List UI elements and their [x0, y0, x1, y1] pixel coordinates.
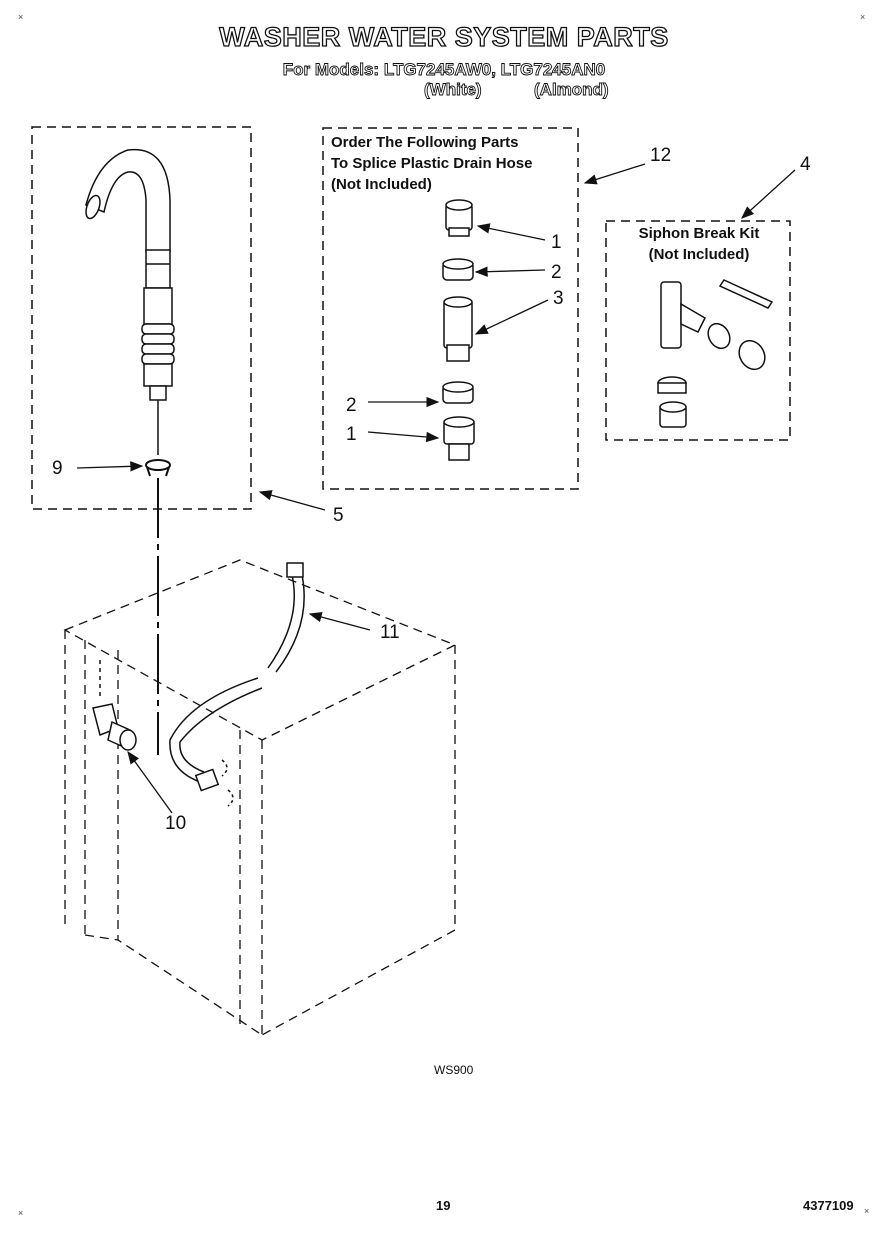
callout-12: 12	[650, 145, 672, 166]
leader-11	[308, 611, 371, 631]
corner-mark-bottom-left: ×	[18, 1208, 24, 1218]
corner-mark-top-left: ×	[18, 12, 24, 22]
splice-note: Order The Following Parts To Splice Plas…	[331, 132, 532, 195]
leader-1-top	[476, 223, 546, 241]
leader-1-bottom	[367, 431, 440, 443]
page-number: 19	[436, 1198, 451, 1213]
siphon-note: Siphon Break Kit (Not Included)	[612, 223, 786, 265]
variant-almond: (Almond)	[534, 80, 609, 100]
splice-parts	[442, 199, 475, 461]
drain-elbow	[92, 660, 137, 751]
variant-white: (White)	[424, 80, 482, 100]
siphon-note-line-2: (Not Included)	[648, 246, 750, 263]
leader-5	[258, 490, 326, 511]
siphon-kit-box	[605, 220, 791, 441]
leader-2-top	[474, 266, 546, 277]
document-number: 4377109	[803, 1198, 854, 1213]
callout-1-bottom: 1	[346, 424, 357, 445]
splice-parts-box	[322, 127, 579, 490]
leader-lines	[76, 163, 796, 814]
callout-2-bottom: 2	[346, 395, 357, 416]
leader-9	[76, 461, 144, 472]
page-title: WASHER WATER SYSTEM PARTS	[219, 21, 669, 52]
leader-12	[583, 163, 646, 185]
callout-11: 11	[380, 622, 400, 643]
drain-hose-group-box	[31, 126, 252, 510]
models-subtitle: For Models: LTG7245AW0, LTG7245AN0	[282, 60, 606, 80]
callout-1-top: 1	[551, 232, 562, 253]
callout-5: 5	[333, 505, 344, 526]
callout-10: 10	[165, 813, 187, 834]
corner-mark-top-right: ×	[860, 12, 866, 22]
hose-clip	[145, 459, 171, 477]
callout-9: 9	[52, 458, 63, 479]
siphon-note-line-1: Siphon Break Kit	[638, 225, 760, 242]
siphon-parts	[657, 279, 774, 428]
leader-4	[741, 169, 796, 219]
corner-mark-bottom-right: ×	[864, 1206, 870, 1216]
callout-4: 4	[800, 154, 811, 175]
callout-3: 3	[553, 288, 564, 309]
drain-hose	[85, 148, 175, 401]
leader-10	[127, 750, 173, 814]
inlet-hose	[169, 562, 305, 807]
callout-2-top: 2	[551, 262, 562, 283]
splice-note-line-3: (Not Included)	[331, 176, 432, 193]
washer-cabinet	[63, 559, 457, 1036]
drawing-code: WS900	[434, 1063, 474, 1077]
leader-3	[474, 299, 549, 335]
splice-note-line-1: Order The Following Parts	[331, 134, 519, 151]
splice-note-line-2: To Splice Plastic Drain Hose	[331, 155, 533, 172]
